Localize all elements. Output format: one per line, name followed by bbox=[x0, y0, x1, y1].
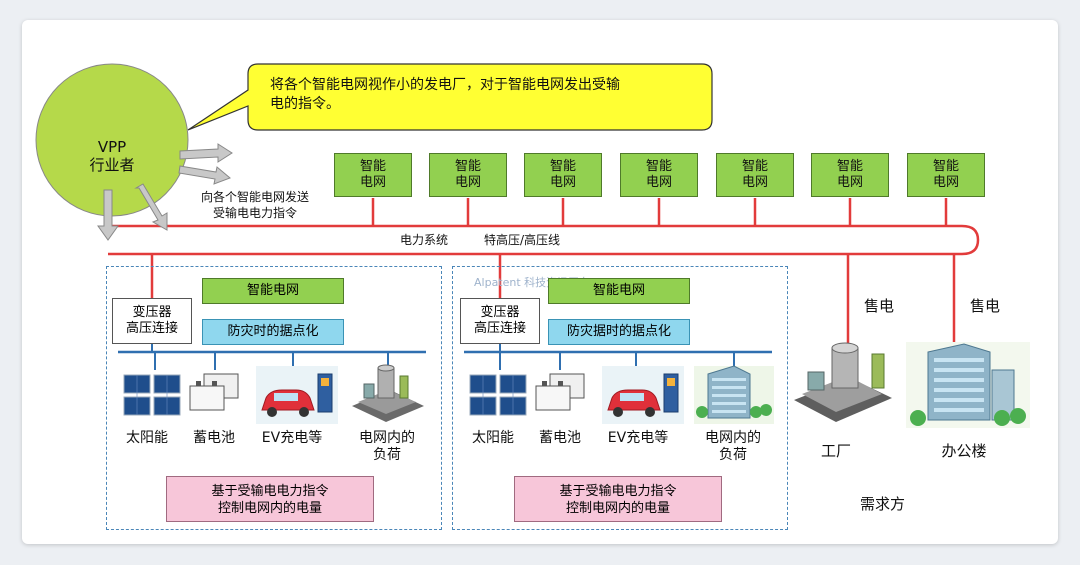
control-line1: 基于受输电电力指令 bbox=[559, 484, 677, 499]
smart-grid-line1: 智能 bbox=[359, 159, 386, 174]
callout-line2: 电的指令。 bbox=[270, 96, 340, 112]
demand-office-icon bbox=[906, 342, 1030, 428]
asset-label: EV充电等 bbox=[607, 430, 669, 446]
transformer-line1: 变压器 bbox=[480, 305, 520, 320]
sell-label: 售电 bbox=[970, 297, 1001, 315]
power-system-label: 电力系统 bbox=[400, 233, 449, 247]
smart-grid-line2: 电网 bbox=[454, 175, 481, 190]
smart-grid-box: 智能电网 bbox=[620, 153, 698, 197]
smart-grid-box: 智能电网 bbox=[716, 153, 794, 197]
vpp-line1: VPP bbox=[97, 138, 127, 156]
battery-icon bbox=[189, 373, 239, 411]
smart-grid-label-bar: 智能电网 bbox=[548, 278, 690, 304]
asset-label-line2: 负荷 bbox=[719, 447, 747, 463]
transformer-line2: 高压连接 bbox=[473, 321, 526, 336]
disaster-hub-bar: 防灾时的据点化 bbox=[202, 319, 344, 345]
factory-icon bbox=[352, 364, 424, 422]
smart-grid-line2: 电网 bbox=[549, 175, 576, 190]
smart-grid-region bbox=[452, 266, 788, 530]
solar-panel-icon bbox=[469, 374, 527, 416]
smart-grid-line1: 智能 bbox=[836, 159, 863, 174]
smart-grid-line2: 电网 bbox=[932, 175, 959, 190]
office-label: 办公楼 bbox=[941, 442, 987, 460]
control-box: 基于受输电电力指令控制电网内的电量 bbox=[166, 476, 374, 522]
smart-grid-line2: 电网 bbox=[359, 175, 386, 190]
send-line2: 受输电电力指令 bbox=[212, 206, 297, 220]
asset-label: 太阳能 bbox=[126, 430, 168, 446]
smart-grid-line2: 电网 bbox=[645, 175, 672, 190]
asset-label: 蓄电池 bbox=[193, 430, 235, 446]
smart-grid-line2: 电网 bbox=[741, 175, 768, 190]
asset-label: 蓄电池 bbox=[539, 430, 581, 446]
hv-loop bbox=[108, 224, 980, 256]
asset-label: 电网内的 负荷 bbox=[352, 430, 422, 464]
control-line2: 控制电网内的电量 bbox=[217, 501, 322, 516]
callout-bubble bbox=[187, 63, 713, 131]
callout-line1: 将各个智能电网视作小的发电厂，对于智能电网发出受输 bbox=[270, 77, 620, 93]
asset-label-line2: 负荷 bbox=[373, 447, 401, 463]
send-line1: 向各个智能电网发送 bbox=[200, 190, 309, 204]
demand-factory-icon bbox=[794, 342, 892, 422]
battery-icon bbox=[535, 373, 585, 411]
grid-wires bbox=[35, 63, 1030, 428]
smart-grid-box: 智能电网 bbox=[334, 153, 412, 197]
smart-grid-line1: 智能 bbox=[932, 159, 959, 174]
transformer-line2: 高压连接 bbox=[125, 321, 178, 336]
smart-grid-region bbox=[106, 266, 442, 530]
ev-charger-icon bbox=[602, 366, 684, 424]
smart-grid-box: 智能电网 bbox=[907, 153, 985, 197]
ev-charger-icon bbox=[256, 366, 338, 424]
diagram-card: VPP 行业者 将各个智能电网视作小的发电厂，对于智能电网发出受输 电的指令。 … bbox=[22, 20, 1058, 544]
smart-grid-line1: 智能 bbox=[454, 159, 481, 174]
demand-side-label: 需求方 bbox=[860, 495, 906, 513]
disaster-hub-bar: 防灾据时的据点化 bbox=[548, 319, 690, 345]
transformer-box: 变压器高压连接 bbox=[112, 298, 192, 344]
office-building-icon bbox=[694, 365, 774, 424]
control-box: 基于受输电电力指令控制电网内的电量 bbox=[514, 476, 722, 522]
smart-grid-line1: 智能 bbox=[549, 159, 576, 174]
callout-text: 将各个智能电网视作小的发电厂，对于智能电网发出受输 电的指令。 bbox=[270, 76, 620, 114]
smart-grid-line1: 智能 bbox=[645, 159, 672, 174]
control-line1: 基于受输电电力指令 bbox=[211, 484, 329, 499]
sell-label: 售电 bbox=[864, 297, 895, 315]
smart-grid-line2: 电网 bbox=[836, 175, 863, 190]
transformer-box: 变压器高压连接 bbox=[460, 298, 540, 344]
vpp-line2: 行业者 bbox=[89, 156, 135, 174]
factory-label: 工厂 bbox=[820, 442, 851, 460]
transformer-line1: 变压器 bbox=[132, 305, 172, 320]
vpp-label: VPP 行业者 bbox=[70, 138, 154, 174]
smart-grid-box: 智能电网 bbox=[429, 153, 507, 197]
control-line2: 控制电网内的电量 bbox=[565, 501, 670, 516]
asset-label: 电网内的 负荷 bbox=[698, 430, 768, 464]
asset-label-line1: 电网内的 bbox=[359, 430, 415, 446]
smart-grid-label-bar: 智能电网 bbox=[202, 278, 344, 304]
asset-label: 太阳能 bbox=[472, 430, 514, 446]
hv-line-label: 特高压/高压线 bbox=[484, 233, 561, 247]
asset-label: EV充电等 bbox=[261, 430, 323, 446]
smart-grid-line1: 智能 bbox=[741, 159, 768, 174]
command-arrows bbox=[97, 143, 233, 241]
smart-grid-box: 智能电网 bbox=[811, 153, 889, 197]
smart-grid-box: 智能电网 bbox=[524, 153, 602, 197]
asset-label-line1: 电网内的 bbox=[705, 430, 761, 446]
solar-panel-icon bbox=[123, 374, 181, 416]
send-command-label: 向各个智能电网发送 受输电电力指令 bbox=[190, 189, 320, 221]
